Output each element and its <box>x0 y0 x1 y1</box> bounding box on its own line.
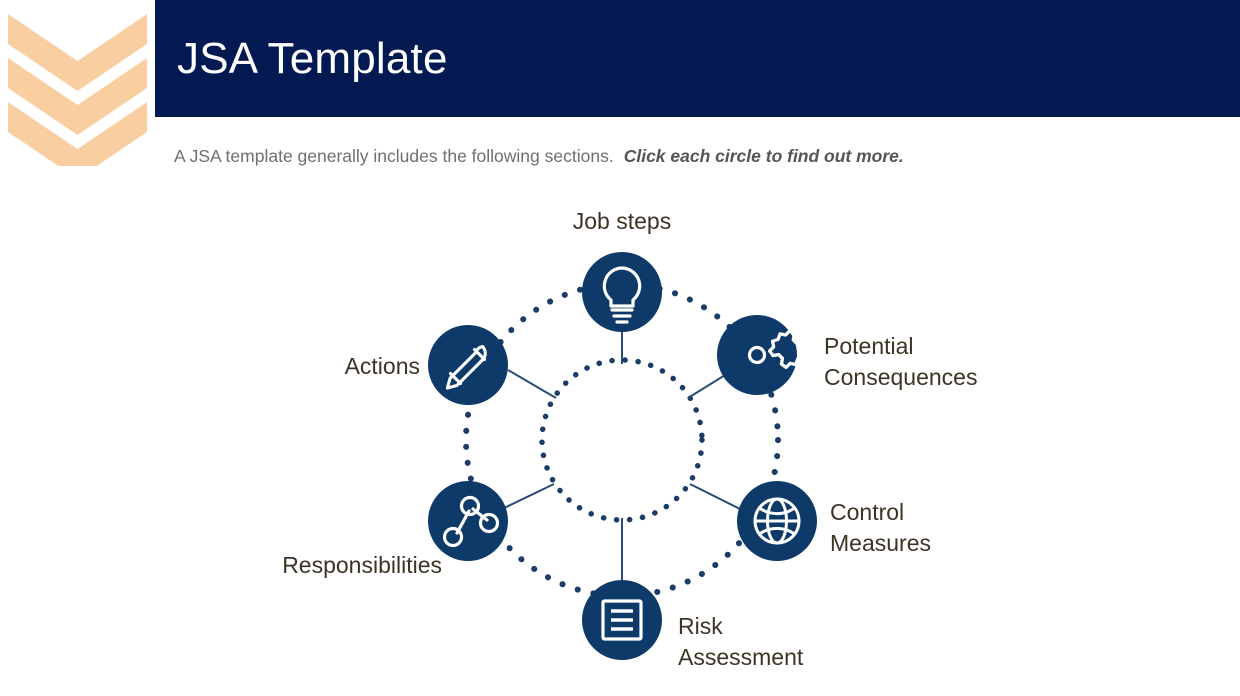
spoke-lines <box>499 296 743 584</box>
node-hit-responsibilities[interactable] <box>428 481 508 561</box>
globe-icon <box>753 497 801 545</box>
brand-logo <box>0 6 155 179</box>
outer-dotted-ring <box>463 281 781 599</box>
node-label-control-measures[interactable]: Control Measures <box>830 499 931 556</box>
document-icon <box>601 599 643 641</box>
node-label-responsibilities[interactable]: Responsibilities <box>282 552 442 578</box>
gear-icon <box>747 329 808 370</box>
inner-dotted-ring <box>539 357 705 523</box>
node-label-potential-consequences[interactable]: Potential Consequences <box>824 333 978 390</box>
node-potential-consequences[interactable] <box>717 315 808 395</box>
node-risk-assessment[interactable] <box>582 580 662 660</box>
triple-chevron-logo-icon <box>8 14 147 179</box>
subtitle-plain-text: A JSA template generally includes the fo… <box>174 146 614 166</box>
node-label-actions[interactable]: Actions <box>344 353 420 379</box>
subtitle: A JSA template generally includes the fo… <box>174 146 904 167</box>
spoke-upper-right <box>687 371 731 399</box>
node-hit-control-measures[interactable] <box>737 481 817 561</box>
node-label-risk-assessment[interactable]: Risk Assessment <box>678 613 804 670</box>
node-actions[interactable] <box>428 325 508 405</box>
spoke-upper-left <box>507 369 557 399</box>
diagram-graphics <box>428 252 817 660</box>
jsa-cycle-diagram: Job steps Potential Consequences Control… <box>0 180 1240 696</box>
node-control-measures[interactable] <box>737 481 817 561</box>
spoke-lower-right <box>689 483 743 511</box>
page-title: JSA Template <box>177 33 448 83</box>
pencil-icon <box>445 344 487 390</box>
node-hit-job-steps[interactable] <box>582 252 662 332</box>
node-responsibilities[interactable] <box>428 481 508 561</box>
node-hit-actions[interactable] <box>428 325 508 405</box>
header-band: JSA Template <box>155 0 1240 117</box>
node-hit-potential-consequences[interactable] <box>717 315 797 395</box>
node-job-steps[interactable] <box>582 252 662 332</box>
lightbulb-icon <box>602 266 642 324</box>
spoke-lower-left <box>499 483 555 511</box>
subtitle-emphasis-text: Click each circle to find out more. <box>623 146 904 166</box>
node-hit-risk-assessment[interactable] <box>582 580 662 660</box>
node-label-job-steps[interactable]: Job steps <box>572 208 672 234</box>
network-icon <box>442 495 500 548</box>
